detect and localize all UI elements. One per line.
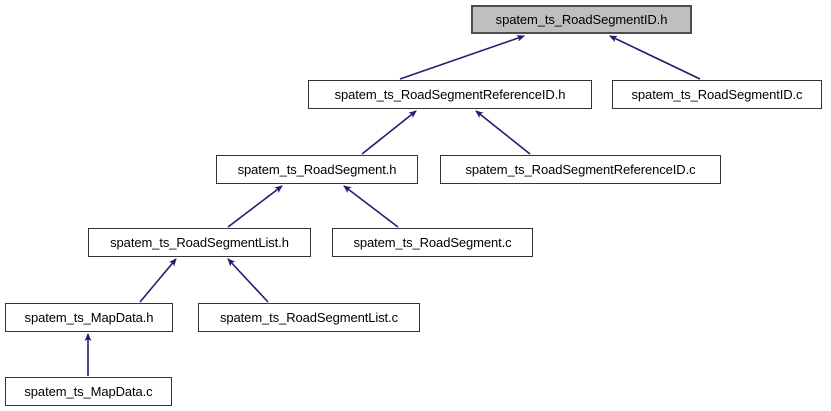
graph-edge bbox=[361, 110, 417, 155]
graph-edge bbox=[343, 185, 399, 228]
graph-node-roadsegmentid_c[interactable]: spatem_ts_RoadSegmentID.c bbox=[612, 80, 822, 109]
graph-node-label: spatem_ts_MapData.c bbox=[24, 384, 153, 399]
graph-edge bbox=[227, 258, 269, 303]
graph-node-mapdata_c[interactable]: spatem_ts_MapData.c bbox=[5, 377, 172, 406]
graph-node-roadsegmentlist_c[interactable]: spatem_ts_RoadSegmentList.c bbox=[198, 303, 420, 332]
graph-edge bbox=[399, 35, 525, 80]
graph-node-roadsegment_h[interactable]: spatem_ts_RoadSegment.h bbox=[216, 155, 418, 184]
graph-node-label: spatem_ts_RoadSegmentList.c bbox=[220, 310, 398, 325]
graph-node-label: spatem_ts_RoadSegment.h bbox=[237, 162, 397, 177]
graph-node-mapdata_h[interactable]: spatem_ts_MapData.h bbox=[5, 303, 173, 332]
graph-node-label: spatem_ts_RoadSegmentID.c bbox=[631, 87, 803, 102]
graph-edge bbox=[609, 35, 701, 80]
graph-edge bbox=[227, 185, 283, 228]
graph-edge bbox=[139, 258, 177, 303]
graph-node-roadsegmentlist_h[interactable]: spatem_ts_RoadSegmentList.h bbox=[88, 228, 311, 257]
graph-node-label: spatem_ts_RoadSegmentList.h bbox=[110, 235, 289, 250]
graph-node-label: spatem_ts_RoadSegmentReferenceID.c bbox=[465, 162, 696, 177]
graph-node-label: spatem_ts_RoadSegmentID.h bbox=[495, 12, 668, 27]
graph-node-label: spatem_ts_RoadSegmentReferenceID.h bbox=[334, 87, 566, 102]
graph-node-roadsegment_c[interactable]: spatem_ts_RoadSegment.c bbox=[332, 228, 533, 257]
graph-node-roadsegmentreferenceid_c[interactable]: spatem_ts_RoadSegmentReferenceID.c bbox=[440, 155, 721, 184]
graph-node-roadsegmentreferenceid_h[interactable]: spatem_ts_RoadSegmentReferenceID.h bbox=[308, 80, 592, 109]
graph-node-label: spatem_ts_MapData.h bbox=[24, 310, 154, 325]
graph-edge bbox=[475, 110, 531, 155]
graph-node-label: spatem_ts_RoadSegment.c bbox=[353, 235, 512, 250]
graph-node-roadsegmentid_h: spatem_ts_RoadSegmentID.h bbox=[471, 5, 692, 34]
